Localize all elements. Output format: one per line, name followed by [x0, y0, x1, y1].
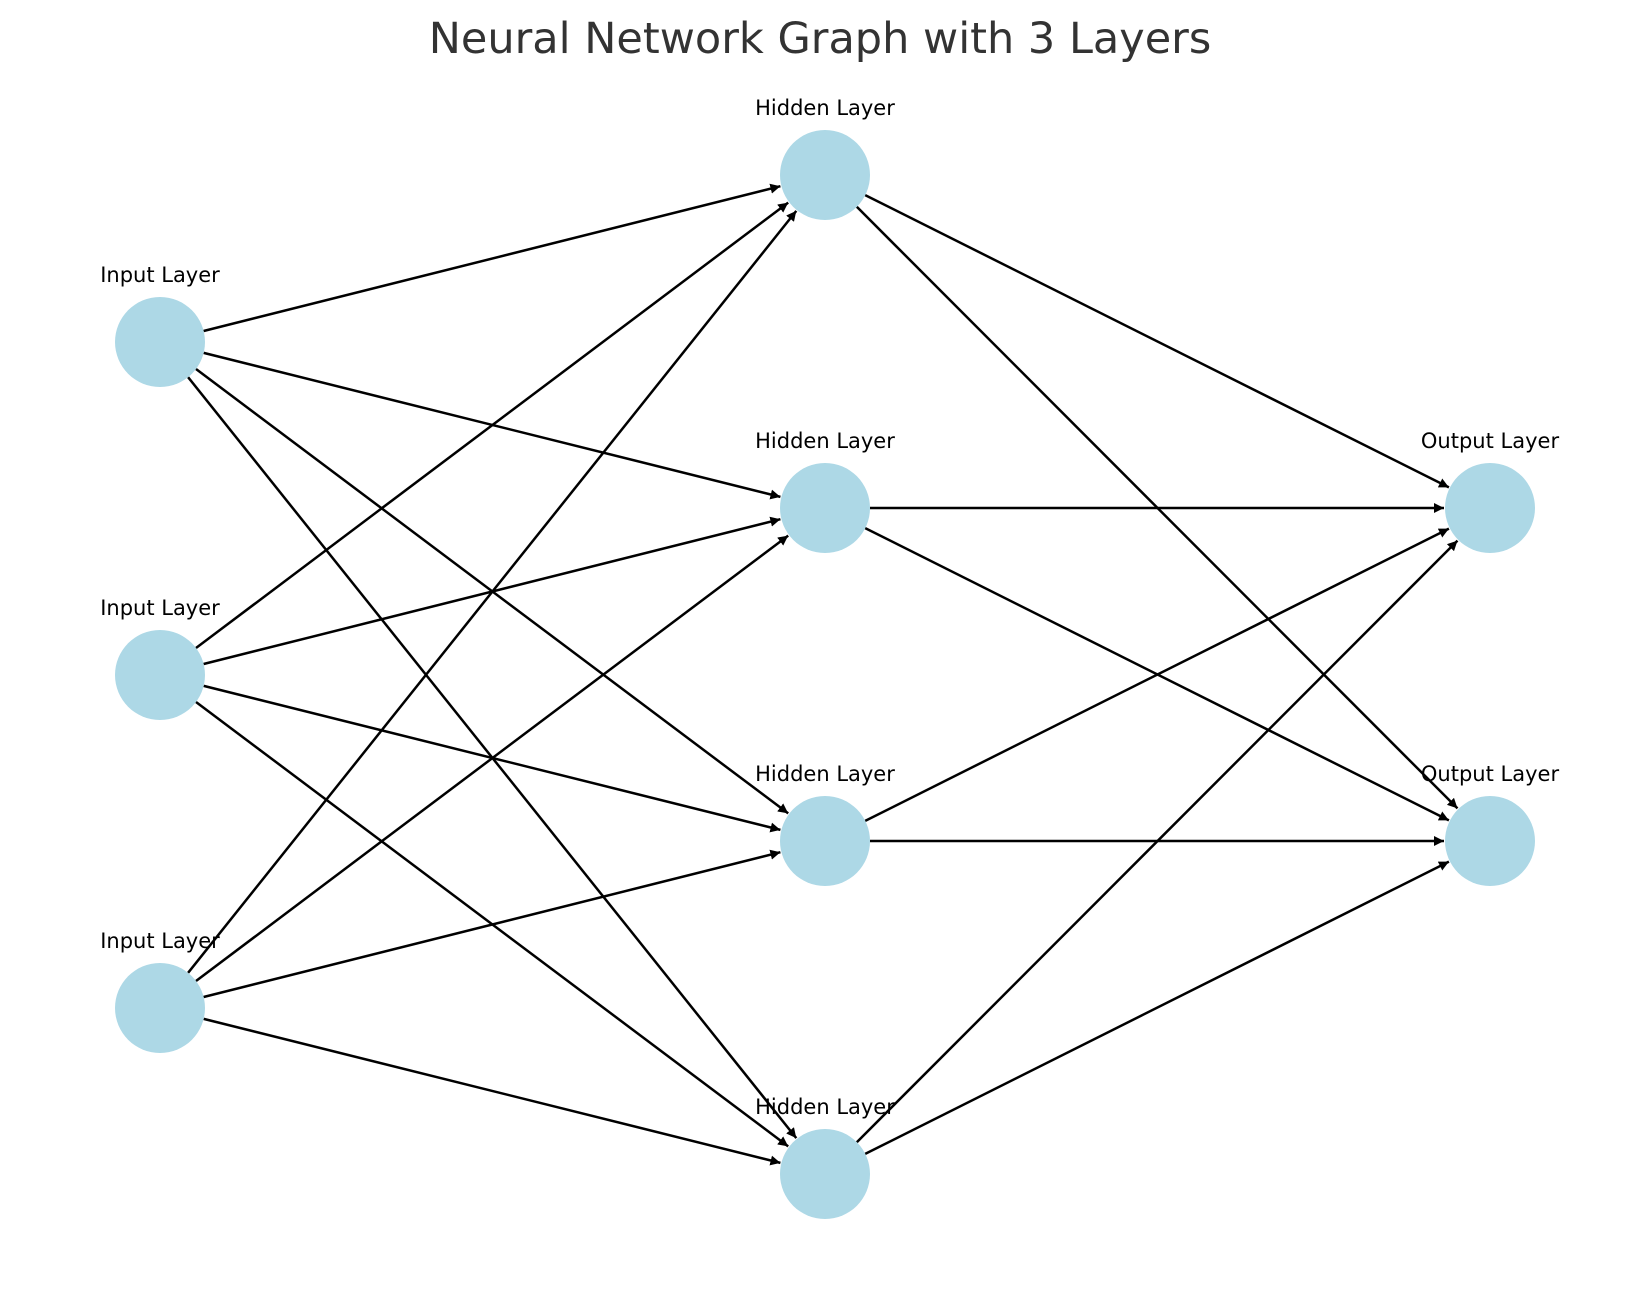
hidden-node-1-label: Hidden Layer	[755, 96, 895, 120]
input-node-2	[115, 630, 205, 720]
edge-arrow-hid-4-to-out-1	[855, 539, 1459, 1144]
input-node-1	[115, 297, 205, 387]
output-node-2	[1445, 796, 1535, 886]
edge-arrow-in-3-to-hid-1	[187, 210, 798, 974]
edge-arrow-hid-1-to-out-1	[864, 193, 1450, 489]
input-node-3-label: Input Layer	[100, 929, 220, 953]
hidden-node-2-label: Hidden Layer	[755, 429, 895, 453]
edge-arrow-in-1-to-hid-1	[203, 183, 781, 333]
edge-arrow-in-3-to-hid-4	[203, 1017, 781, 1166]
hidden-node-3-label: Hidden Layer	[755, 762, 895, 786]
edge-arrow-in-3-to-hid-3	[203, 849, 781, 999]
edge-arrow-in-2-to-hid-1	[195, 201, 789, 649]
edges-group	[187, 183, 1459, 1166]
output-node-2-label: Output Layer	[1421, 762, 1560, 786]
hidden-node-3	[780, 796, 870, 886]
edge-arrow-in-3-to-hid-2	[195, 534, 789, 982]
hidden-node-4-label: Hidden Layer	[755, 1095, 895, 1119]
edge-arrow-hid-3-to-out-1	[864, 527, 1450, 823]
edge-arrow-hid-4-to-out-2	[864, 860, 1450, 1156]
hidden-node-2	[780, 463, 870, 553]
hidden-node-4	[780, 1129, 870, 1219]
output-node-1-label: Output Layer	[1421, 429, 1560, 453]
output-node-1	[1445, 463, 1535, 553]
input-node-2-label: Input Layer	[100, 596, 220, 620]
input-node-1-label: Input Layer	[100, 263, 220, 287]
hidden-node-1	[780, 130, 870, 220]
input-node-3	[115, 963, 205, 1053]
diagram-title: Neural Network Graph with 3 Layers	[429, 14, 1212, 64]
nodes-group	[115, 130, 1535, 1219]
